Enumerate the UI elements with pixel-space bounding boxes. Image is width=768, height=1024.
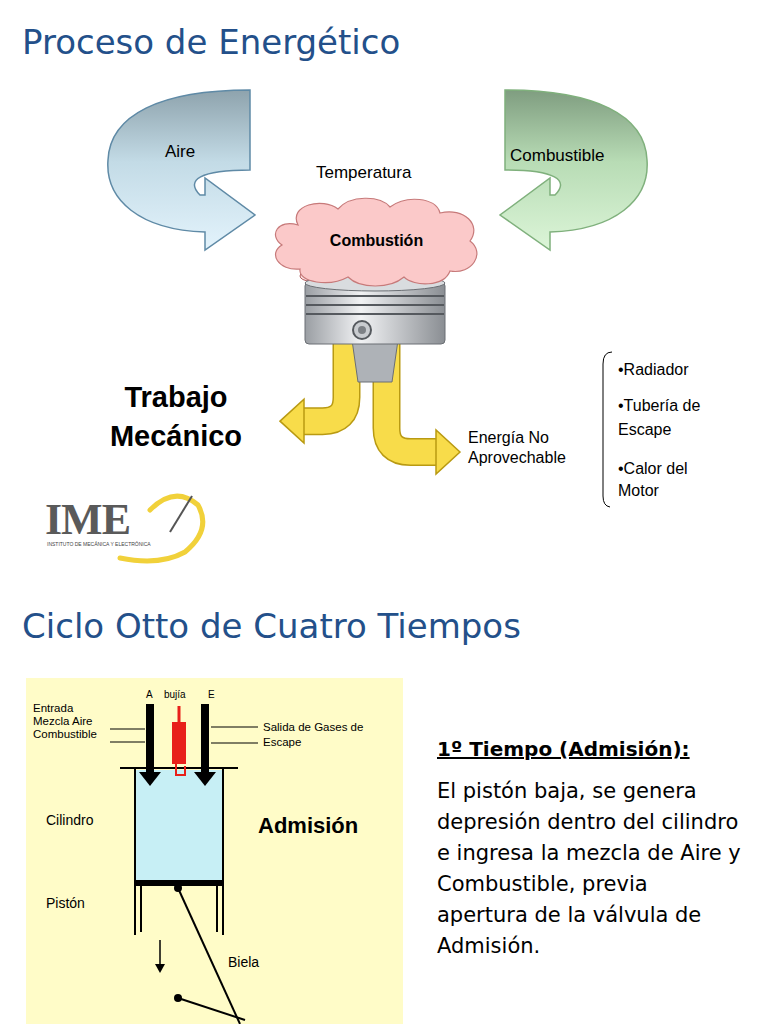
air-arrow — [108, 90, 255, 250]
part-label: Entrada Mezcla Aire Combustible — [33, 702, 109, 742]
list-item: •Radiador — [618, 360, 748, 379]
flow-label: Combustible — [510, 146, 605, 166]
output-text: Energía No Aprovechable — [466, 426, 616, 478]
fuel-arrow — [500, 90, 647, 250]
part-label: Cilindro — [46, 812, 93, 829]
part-label: Pistón — [46, 895, 85, 912]
cycle-panel — [26, 678, 403, 1024]
piston — [305, 275, 445, 382]
logo-swoosh — [120, 496, 203, 561]
part-label: Biela — [228, 954, 259, 971]
logo-text: IME — [45, 494, 130, 547]
spark-plug-label: bujía — [164, 689, 186, 701]
cylinder — [120, 768, 245, 1024]
valve-label: A — [146, 689, 153, 701]
flow-label: Temperatura — [316, 163, 411, 183]
step-body: El pistón baja, se genera depresión dent… — [437, 776, 742, 962]
leader-lines — [110, 727, 258, 743]
node-text: Energía No Aprovechable — [468, 428, 614, 468]
page-title: Proceso de Energético — [22, 22, 400, 63]
step-heading: 1º Tiempo (Admisión): — [437, 737, 690, 761]
list-item: •Tubería de Escape — [618, 394, 730, 442]
spark-plug — [172, 706, 186, 775]
section-heading: Ciclo Otto de Cuatro Tiempos — [22, 606, 521, 647]
flow-label: Aire — [165, 142, 195, 162]
combustion-cloud: Combustión — [268, 195, 485, 287]
node-text: Combustión — [330, 232, 423, 250]
output-text: Trabajo Mecánico — [78, 376, 274, 466]
logo-slash — [170, 496, 192, 532]
list-item: •Calor del Motor — [618, 458, 718, 501]
part-label: Salida de Gases de Escape — [263, 720, 378, 750]
stroke-name: Admisión — [258, 813, 358, 839]
node-text: Trabajo Mecánico — [82, 378, 270, 456]
bracket — [603, 352, 612, 507]
valves — [139, 704, 216, 786]
valve-label: E — [208, 689, 215, 701]
logo-subtitle: INSTITUTO DE MECÁNICA Y ELECTRÓNICA — [47, 541, 151, 547]
